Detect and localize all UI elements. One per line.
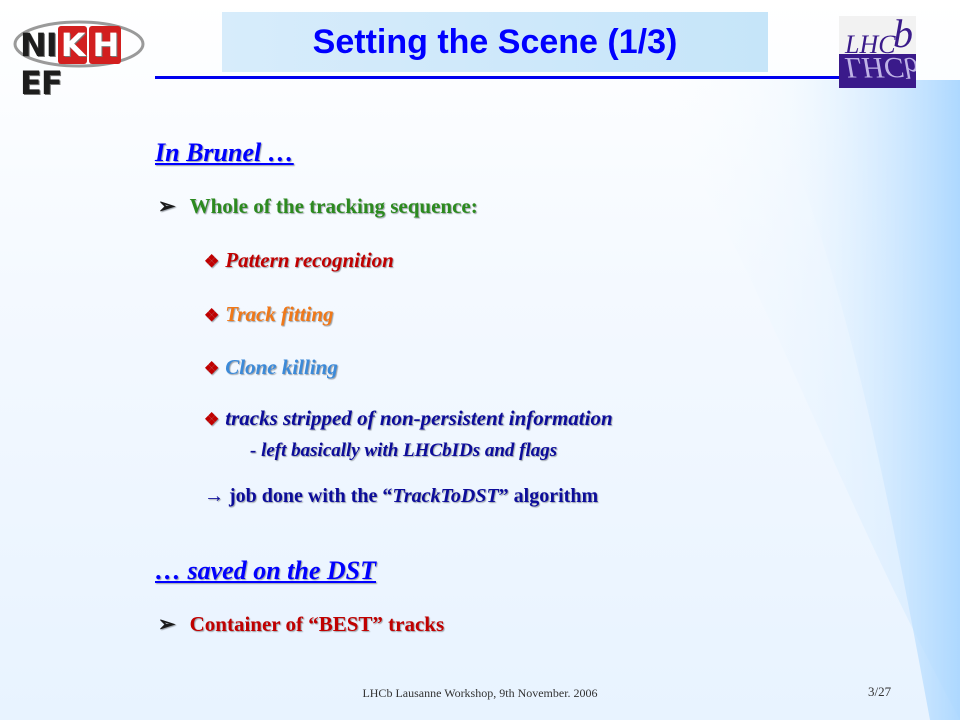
diamond-bullet-icon: ❖ — [204, 410, 220, 429]
lhcb-text-b: b — [893, 16, 913, 56]
right-arrow-icon: → — [204, 485, 224, 507]
subnote-lhcbids: - left basically with LHCbIDs and flags — [250, 440, 558, 461]
slide-title: Setting the Scene (1/3) — [312, 22, 678, 61]
subitem-pattern-recognition: ❖ Pattern recognition — [204, 248, 394, 273]
nikhef-text-h: H — [89, 26, 122, 64]
bullet-best-tracks: ➢ Container of “BEST” tracks — [158, 612, 444, 637]
subitem-tracks-stripped: ❖ tracks stripped of non-persistent infor… — [204, 406, 613, 431]
subitem-text: Pattern recognition — [225, 248, 394, 272]
arrow-line-pre: job done with the “ — [229, 485, 393, 507]
nikhef-text-ef: EF — [20, 64, 63, 102]
diamond-bullet-icon: ❖ — [204, 359, 220, 378]
section-heading-dst: … saved on the DST — [155, 556, 376, 585]
section-heading-brunel: In Brunel … — [155, 138, 294, 167]
page-number: 3/27 — [868, 684, 892, 699]
lhcb-logo-top — [839, 16, 916, 54]
arrow-line-tracktodst: → job done with the “TrackToDST” algorit… — [204, 485, 598, 508]
nikhef-text-ni: NI — [20, 26, 58, 64]
arrow-bullet-icon: ➢ — [158, 194, 176, 218]
diamond-bullet-icon: ❖ — [204, 252, 220, 271]
bullet-tracking-sequence: ➢ Whole of the tracking sequence: — [158, 194, 478, 219]
arrow-line-post: ” algorithm — [498, 485, 599, 507]
lhcb-logo: LHC b LHCb — [839, 16, 916, 88]
subitem-track-fitting: ❖ Track fitting — [204, 302, 334, 327]
lhcb-text-lhc: LHC — [845, 30, 896, 59]
title-underline-rule — [155, 76, 845, 79]
subitem-clone-killing: ❖ Clone killing — [204, 355, 338, 380]
subitem-text: tracks stripped of non-persistent inform… — [225, 406, 613, 430]
diamond-bullet-icon: ❖ — [204, 306, 220, 325]
arrow-bullet-icon: ➢ — [158, 612, 176, 636]
subitem-text: Clone killing — [225, 355, 338, 379]
subitem-text: Track fitting — [225, 302, 334, 326]
nikhef-swirl-icon — [13, 20, 145, 68]
title-banner: Setting the Scene (1/3) — [222, 12, 768, 72]
footer-text: LHCb Lausanne Workshop, 9th November. 20… — [362, 686, 598, 700]
bullet-tracking-sequence-text: Whole of the tracking sequence: — [189, 194, 478, 218]
bullet-best-tracks-text: Container of “BEST” tracks — [189, 612, 445, 636]
arrow-line-emph: TrackToDST — [392, 485, 499, 507]
nikhef-text-k: K — [57, 26, 88, 64]
